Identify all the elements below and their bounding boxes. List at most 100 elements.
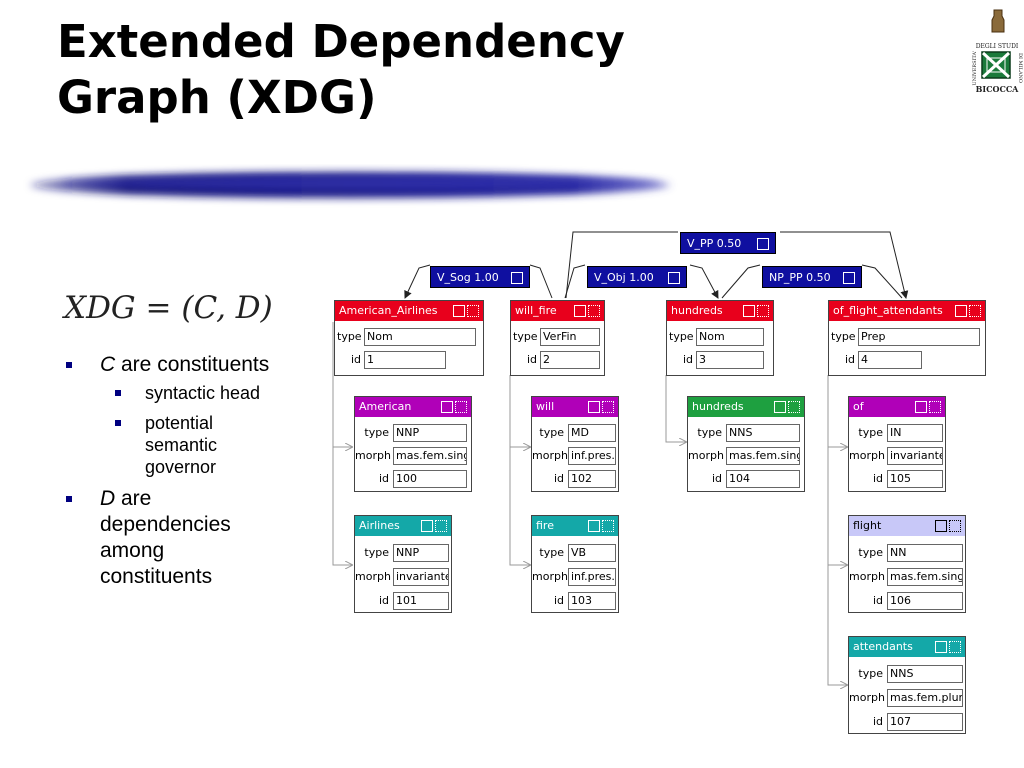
dep-label-v-obj[interactable]: V_Obj 1.00: [587, 266, 687, 288]
type-field[interactable]: NNS: [726, 424, 800, 442]
edit-icon[interactable]: [757, 238, 769, 250]
morph-field[interactable]: mas.fem.plur.: [887, 689, 963, 707]
edit-icon[interactable]: [955, 305, 967, 317]
select-icon[interactable]: [949, 520, 961, 532]
id-field[interactable]: 2: [540, 351, 600, 369]
edit-icon[interactable]: [843, 272, 855, 284]
select-icon[interactable]: [969, 305, 981, 317]
select-icon[interactable]: [435, 520, 447, 532]
id-field[interactable]: 4: [858, 351, 922, 369]
select-icon[interactable]: [588, 305, 600, 317]
type-field[interactable]: Nom: [364, 328, 476, 346]
token-header[interactable]: of: [849, 397, 945, 417]
constituent-header[interactable]: American_Airlines: [335, 301, 483, 321]
token-header[interactable]: fire: [532, 516, 618, 536]
bullet-text: syntactic head: [145, 383, 261, 403]
edit-icon[interactable]: [915, 401, 927, 413]
type-field[interactable]: Nom: [696, 328, 764, 346]
edit-icon[interactable]: [935, 641, 947, 653]
id-field[interactable]: 105: [887, 470, 943, 488]
type-field[interactable]: NNP: [393, 544, 449, 562]
id-field[interactable]: 106: [887, 592, 963, 610]
bullet-marker-icon: [115, 390, 121, 396]
edit-icon[interactable]: [574, 305, 586, 317]
token-header[interactable]: Airlines: [355, 516, 451, 536]
type-field[interactable]: Prep: [858, 328, 980, 346]
dep-label-np-pp[interactable]: NP_PP 0.50: [762, 266, 862, 288]
token-header[interactable]: flight: [849, 516, 965, 536]
xdg-formula: XDG = (C, D): [64, 290, 273, 326]
edit-icon[interactable]: [441, 401, 453, 413]
morph-field[interactable]: mas.fem.sing.: [887, 568, 963, 586]
constituent-header[interactable]: will_fire: [511, 301, 604, 321]
field-label: type: [513, 330, 538, 343]
edit-icon[interactable]: [743, 305, 755, 317]
constituent-header[interactable]: hundreds: [667, 301, 773, 321]
edit-icon[interactable]: [774, 401, 786, 413]
select-icon[interactable]: [949, 641, 961, 653]
select-icon[interactable]: [757, 305, 769, 317]
morph-field[interactable]: mas.fem.sing.: [393, 447, 467, 465]
field-label: type: [831, 330, 856, 343]
morph-field[interactable]: mas.fem.sing.: [726, 447, 800, 465]
constituent-name: will_fire: [515, 304, 557, 317]
edit-icon[interactable]: [453, 305, 465, 317]
field-label: id: [378, 472, 389, 485]
edit-icon[interactable]: [588, 520, 600, 532]
token-header[interactable]: attendants: [849, 637, 965, 657]
type-field[interactable]: NNP: [393, 424, 467, 442]
token-header[interactable]: hundreds: [688, 397, 804, 417]
morph-field[interactable]: invariante: [393, 568, 449, 586]
field-label: id: [872, 472, 883, 485]
dep-line-v-obj-left: [564, 264, 586, 299]
edit-icon[interactable]: [668, 272, 680, 284]
edit-icon[interactable]: [511, 272, 523, 284]
id-field[interactable]: 100: [393, 470, 467, 488]
id-field[interactable]: 102: [568, 470, 616, 488]
type-field[interactable]: NN: [887, 544, 963, 562]
token-header[interactable]: American: [355, 397, 471, 417]
select-icon[interactable]: [602, 520, 614, 532]
constituent-header[interactable]: of_flight_attendants: [829, 301, 985, 321]
type-field[interactable]: VerFin: [540, 328, 600, 346]
select-icon[interactable]: [467, 305, 479, 317]
slide-title: Extended Dependency Graph (XDG): [57, 14, 837, 126]
select-icon[interactable]: [788, 401, 800, 413]
type-field[interactable]: NNS: [887, 665, 963, 683]
edit-icon[interactable]: [588, 401, 600, 413]
id-field[interactable]: 101: [393, 592, 449, 610]
type-field[interactable]: MD: [568, 424, 616, 442]
morph-field[interactable]: inf.pres.: [568, 447, 616, 465]
dep-label-v-sog[interactable]: V_Sog 1.00: [430, 266, 530, 288]
edit-icon[interactable]: [421, 520, 433, 532]
id-field[interactable]: 104: [726, 470, 800, 488]
morph-field[interactable]: invariante: [887, 447, 943, 465]
morph-field[interactable]: inf.pres.: [568, 568, 616, 586]
type-field[interactable]: IN: [887, 424, 943, 442]
select-icon[interactable]: [602, 401, 614, 413]
tree-link-attendants: [827, 565, 847, 685]
select-icon[interactable]: [455, 401, 467, 413]
type-field[interactable]: VB: [568, 544, 616, 562]
edit-icon[interactable]: [935, 520, 947, 532]
token-header[interactable]: will: [532, 397, 618, 417]
id-field[interactable]: 1: [364, 351, 446, 369]
id-field[interactable]: 3: [696, 351, 764, 369]
id-field[interactable]: 103: [568, 592, 616, 610]
id-field[interactable]: 107: [887, 713, 963, 731]
select-icon[interactable]: [929, 401, 941, 413]
university-logo: DEGLI STUDI DI MILANO UNIVERSITA' BICOCC…: [970, 8, 1024, 98]
dep-label-v-pp[interactable]: V_PP 0.50: [680, 232, 776, 254]
